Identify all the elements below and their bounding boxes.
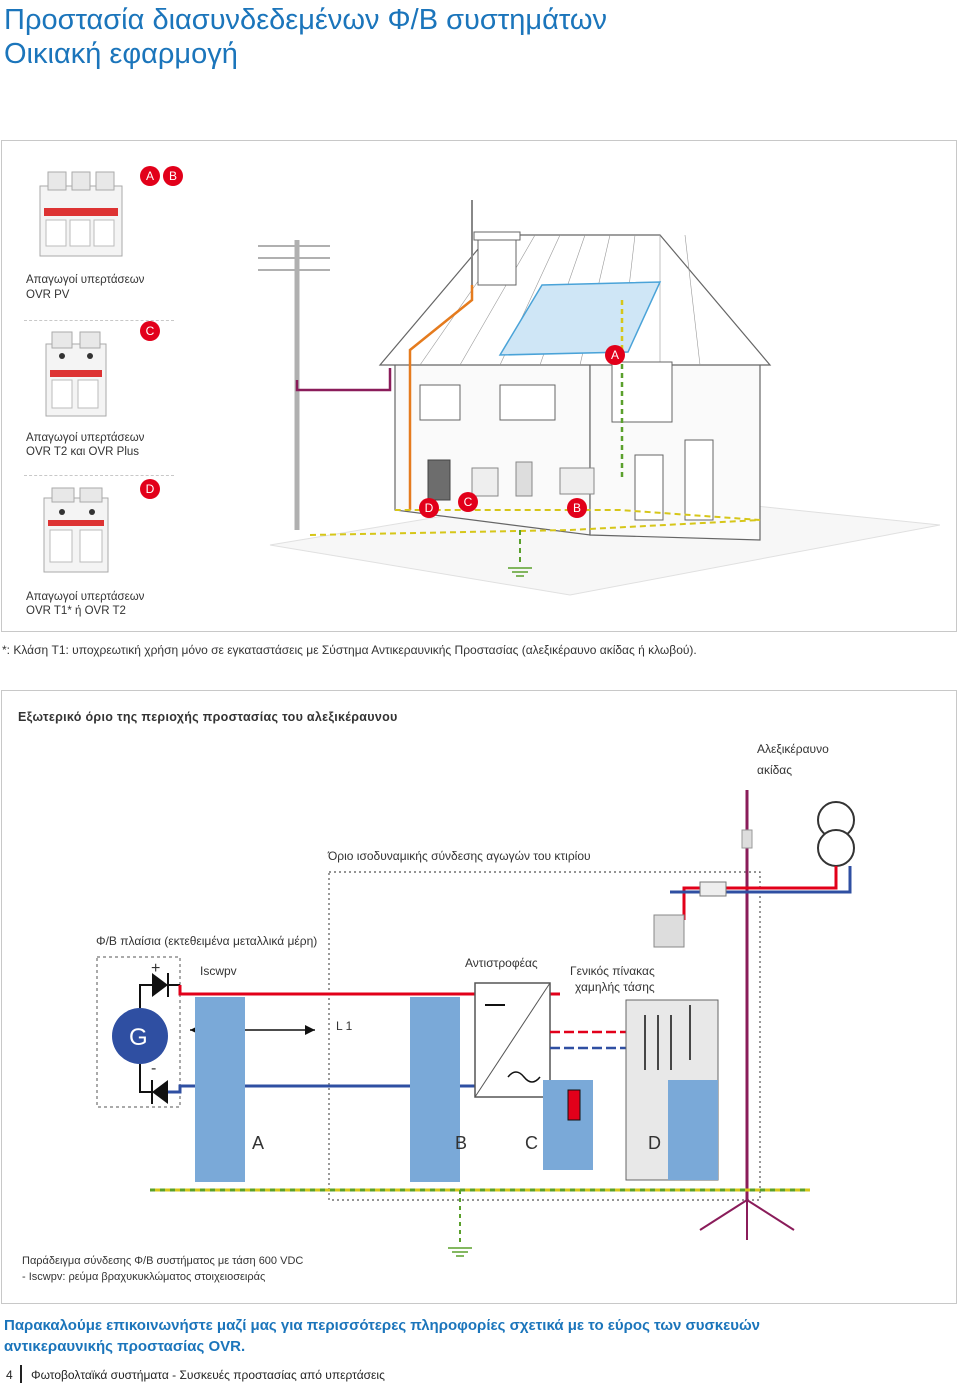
house-panel	[1, 140, 957, 632]
schematic-caption-line2: - Iscwpv: ρεύμα βραχυκυκλώματος στοιχειο…	[22, 1271, 266, 1283]
schematic-marker-d: D	[648, 1133, 661, 1153]
house-illustration	[258, 200, 940, 596]
generator-label: G	[129, 1024, 148, 1051]
ovr-t2-product-image	[45, 331, 107, 417]
board-label-line2: χαμηλής τάσης	[575, 980, 655, 994]
badge-c: C	[140, 321, 160, 341]
ovr-pv-caption-line2: OVR PV	[26, 289, 70, 301]
ovr-pv-caption-line1: Απαγωγοί υπερτάσεων	[26, 274, 145, 286]
rod-label-line1: Αλεξικέραυνο	[757, 742, 829, 756]
bonding-label: Όριο ισοδυναμικής σύνδεσης αγωγών του κτ…	[328, 849, 591, 863]
ovr-t1-product-image	[43, 487, 109, 573]
page-title: Προστασία διασυνδεδεμένων Φ/Β συστημάτων	[4, 4, 608, 36]
ovr-t2-caption-line2: OVR T2 και OVR Plus	[26, 446, 140, 458]
inverter-label: Αντιστροφέας	[465, 956, 538, 970]
house-marker-a: A	[605, 345, 625, 365]
badge-a: A	[140, 166, 160, 186]
house-marker-b: B	[567, 498, 587, 518]
switch-icon	[644, 1005, 691, 1070]
ovr-t1-caption-line1: Απαγωγοί υπερτάσεων	[26, 591, 145, 603]
contact-message-line2: αντικεραυνικής προστασίας OVR.	[4, 1338, 246, 1355]
house	[378, 200, 772, 541]
schematic-marker-a: A	[252, 1133, 265, 1153]
footnote: *: Κλάση T1: υποχρεωτική χρήση μόνο σε ε…	[2, 643, 697, 657]
inverter-icon	[474, 982, 551, 1098]
iscwpv-label: Iscwpv	[200, 964, 237, 978]
badge-d: D	[140, 479, 160, 499]
page-number: 4	[6, 1368, 13, 1382]
house-marker-c: C	[458, 492, 478, 512]
utility-pole	[258, 240, 330, 530]
schematic-heading: Εξωτερικό όριο της περιοχής προστασίας τ…	[18, 710, 398, 724]
schematic-marker-c: C	[525, 1133, 538, 1153]
earth-icon	[508, 567, 532, 577]
house-marker-d: D	[419, 498, 439, 518]
solar-panel	[498, 281, 662, 356]
ovr-pv-product-image	[39, 171, 123, 257]
ovr-t1-caption-line2: OVR T1* ή OVR T2	[26, 605, 126, 617]
schematic-marker-b: B	[455, 1133, 468, 1153]
rod-label-line2: ακίδας	[757, 763, 793, 777]
transformer-icon	[817, 801, 855, 867]
badge-b: B	[163, 166, 183, 186]
schematic-panel	[1, 690, 957, 1304]
ovr-t2-caption-line1: Απαγωγοί υπερτάσεων	[26, 432, 145, 444]
board-label-line1: Γενικός πίνακας	[570, 964, 655, 978]
plus-sign: +	[151, 960, 161, 977]
pv-modules-label: Φ/Β πλαίσια (εκτεθειμένα μεταλλικά μέρη)	[96, 934, 318, 948]
generator-icon	[112, 1008, 168, 1064]
footer-divider	[20, 1365, 22, 1383]
pv-wiring-schematic	[96, 790, 855, 1257]
line-l1-label: L 1	[336, 1019, 353, 1033]
diode-icon	[151, 973, 169, 1104]
schematic-caption-line1: Παράδειγμα σύνδεσης Φ/Β συστήματος με τά…	[22, 1255, 304, 1267]
contact-message-line1: Παρακαλούμε επικοινωνήστε μαζί μας για π…	[4, 1317, 760, 1334]
page-subtitle: Οικιακή εφαρμογή	[4, 38, 238, 70]
minus-sign: -	[151, 1060, 157, 1077]
footer-text: Φωτοβολταϊκά συστήματα - Συσκευές προστα…	[31, 1368, 385, 1382]
